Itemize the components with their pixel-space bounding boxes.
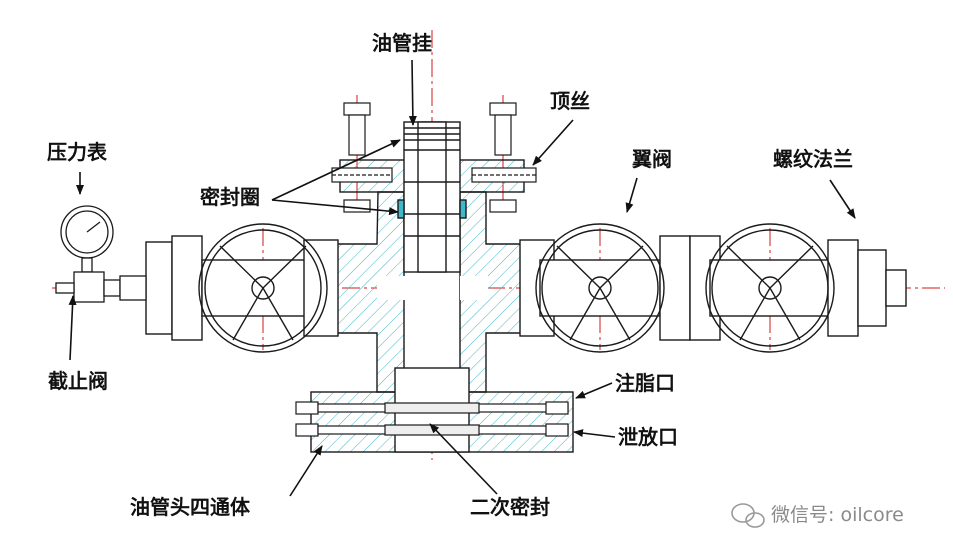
label-tubing-head-cross: 油管头四通体 — [130, 495, 251, 519]
label-top-wire: 顶丝 — [550, 89, 590, 113]
label-secondary-seal: 二次密封 — [470, 495, 550, 519]
label-wing-valve: 翼阀 — [631, 147, 672, 171]
wing-gate-valve-2 — [689, 223, 907, 353]
leader-lines — [68, 59, 856, 497]
wing-gate-valve-1 — [519, 223, 691, 353]
label-threaded-flange: 螺纹法兰 — [773, 147, 853, 171]
label-grease-port: 注脂口 — [615, 371, 675, 395]
top-wire-bolts — [331, 102, 537, 213]
label-pressure-gauge: 压力表 — [47, 140, 108, 164]
left-gate-valve — [145, 223, 339, 353]
watermark: 微信号: oilcore — [731, 503, 904, 528]
watermark-text: 微信号: oilcore — [771, 504, 904, 526]
tubing-hanger — [397, 121, 467, 273]
label-stop-valve: 截止阀 — [48, 369, 108, 393]
pressure-gauge-assembly — [55, 205, 147, 303]
label-seal-ring: 密封圈 — [200, 185, 260, 209]
label-tubing-hanger: 油管挂 — [372, 31, 432, 55]
wechat-icon — [731, 503, 765, 528]
label-vent-port: 泄放口 — [618, 425, 678, 449]
